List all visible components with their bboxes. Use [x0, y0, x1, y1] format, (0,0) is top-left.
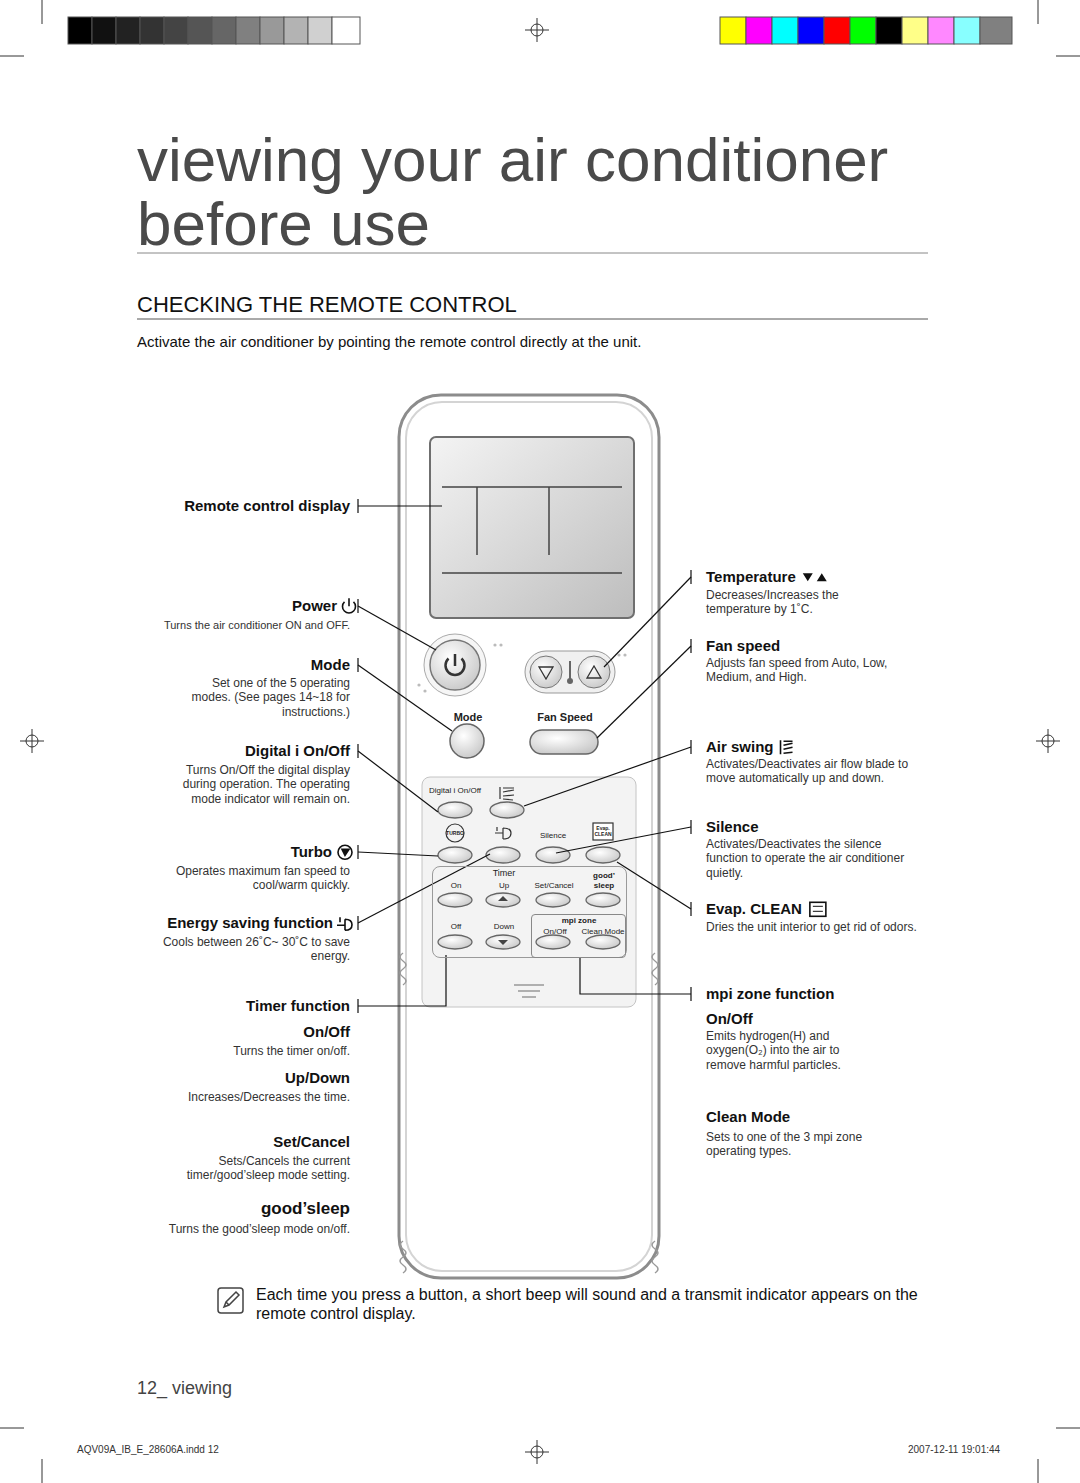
button-label: Timer	[493, 868, 516, 879]
button-label: On	[451, 881, 462, 891]
energy-icon	[337, 917, 352, 930]
button-label: Off	[451, 922, 462, 932]
callout-text: Activate the air conditioner by pointing…	[137, 333, 937, 351]
button-label: Evap. CLEAN	[594, 825, 612, 837]
button-label: Digital i On/Off	[429, 786, 481, 796]
button-label: good’ sleep	[590, 871, 618, 890]
remote-illustration	[397, 393, 661, 1280]
turbo-icon	[338, 845, 352, 859]
callout-heading: Power	[292, 597, 337, 615]
callout-text: CHECKING THE REMOTE CONTROL	[137, 292, 517, 318]
callout-text: Increases/Decreases the time.	[150, 1090, 350, 1104]
callout-text: Set one of the 5 operating modes. (See p…	[170, 676, 350, 719]
button-label: Set/Cancel	[534, 881, 573, 891]
button-label: Fan Speed	[537, 711, 593, 724]
button-label: Mode	[454, 711, 483, 724]
callout-text: Operates maximum fan speed to cool/warm …	[155, 864, 350, 893]
callout-heading: Digital i On/Off	[245, 742, 350, 760]
callout-heading: Evap. CLEAN	[706, 900, 802, 918]
button-label: TURBO	[446, 830, 464, 836]
button-label: On/Off	[543, 927, 566, 937]
swing-icon	[781, 740, 793, 754]
remote-control: Mode Fan SpeedDigital i On/OffTURBO Silenc…	[397, 393, 661, 1280]
callout-text: Turns the good’sleep mode on/off.	[150, 1222, 350, 1236]
callout-heading: Fan speed	[706, 637, 780, 655]
callout-text: Sets to one of the 3 mpi zone operating …	[706, 1130, 901, 1159]
callout-heading: Silence	[706, 818, 759, 836]
callout-text: Emits hydrogen(H) and oxygen(O₂) into th…	[706, 1029, 876, 1072]
callout-text: 12_ viewing	[137, 1378, 232, 1400]
button-label: Clean Mode	[581, 927, 624, 937]
callout-heading: Remote control display	[184, 497, 350, 515]
evap-icon	[810, 902, 826, 916]
callout-text: Dries the unit interior to get rid of od…	[706, 920, 921, 934]
callout-heading: Turbo	[291, 843, 332, 861]
timer-panel: TimerOn Up Set/Cancel good’ sleepOff Down mpi…	[432, 866, 627, 958]
callout-text: AQV09A_IB_E_28606A.indd 12	[77, 1444, 219, 1456]
callout-text: Activates/Deactivates the silence functi…	[706, 837, 921, 880]
button-label: Silence	[540, 831, 566, 841]
callout-heading: On/Off	[706, 1010, 753, 1028]
button-label: mpi zone	[562, 916, 597, 926]
callout-text: Cools between 26˚C~ 30˚C to save energy.	[145, 935, 350, 964]
callout-text: Turns the air conditioner ON and OFF.	[120, 619, 350, 632]
callout-heading: Clean Mode	[706, 1108, 790, 1126]
button-label: Up	[499, 881, 509, 891]
callout-text: Turns the timer on/off.	[150, 1044, 350, 1058]
callout-text: Decreases/Increases the temperature by 1…	[706, 588, 906, 617]
callout-heading: good’sleep	[261, 1199, 350, 1219]
callout-heading: Timer function	[246, 997, 350, 1015]
callout-text: 2007-12-11 19:01:44	[908, 1444, 1000, 1456]
callout-heading: On/Off	[303, 1023, 350, 1041]
callout-text: Adjusts fan speed from Auto, Low, Medium…	[706, 656, 931, 685]
callout-text: Turns On/Off the digital display during …	[155, 763, 350, 806]
callout-heading: Set/Cancel	[273, 1133, 350, 1151]
power-icon	[343, 598, 356, 613]
callout-heading: Energy saving function	[167, 914, 333, 932]
page-title: viewing your air conditioner before use	[137, 128, 937, 256]
callout-heading: Mode	[311, 656, 350, 674]
mpi-zone-panel: mpi zoneOn/Off Clean Mode	[531, 914, 626, 958]
callout-heading: Air swing	[706, 738, 774, 756]
callout-heading: Temperature	[706, 568, 796, 586]
callout-text: Sets/Cancels the current timer/good’slee…	[150, 1154, 350, 1183]
button-label: Down	[494, 922, 514, 932]
callout-text: Activates/Deactivates air flow blade to …	[706, 757, 931, 786]
callout-heading: Up/Down	[285, 1069, 350, 1087]
callout-heading: mpi zone function	[706, 985, 834, 1003]
tri-icon	[803, 573, 827, 581]
callout-text: Each time you press a button, a short be…	[256, 1285, 926, 1323]
